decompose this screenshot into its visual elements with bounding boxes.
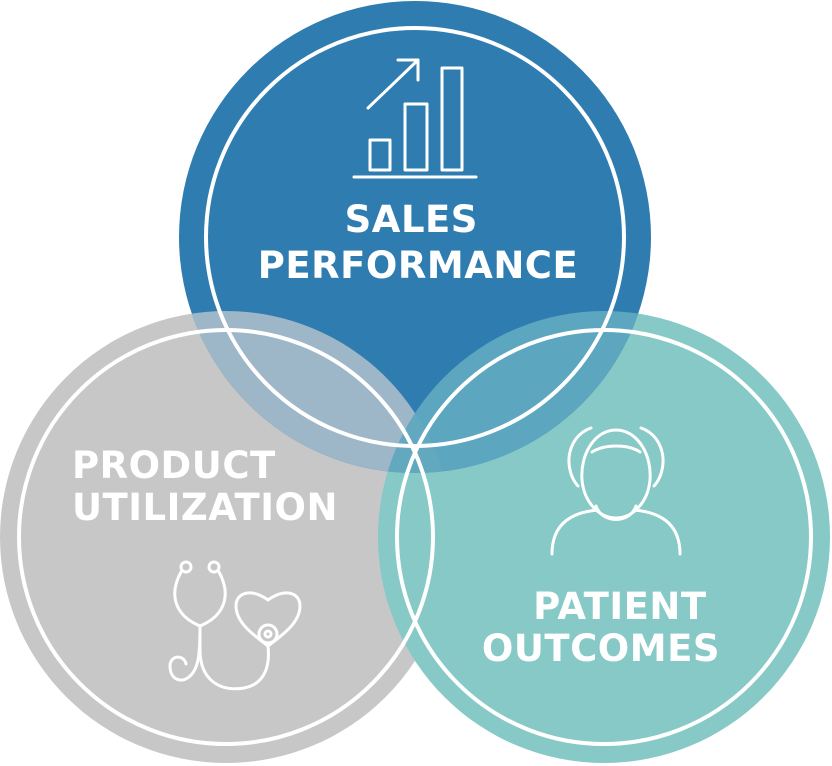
bar-chart-growth-icon bbox=[352, 58, 478, 179]
product-utilization-label: PRODUCT UTILIZATION bbox=[72, 444, 338, 529]
sales-performance-ring bbox=[204, 26, 626, 448]
patient-outcomes-label: PATIENT OUTCOMES bbox=[482, 585, 720, 670]
patient-person-icon bbox=[550, 426, 682, 556]
stethoscope-heart-icon bbox=[168, 560, 302, 691]
sales-performance-label: SALES PERFORMANCE bbox=[258, 198, 578, 287]
sales-overlap-region bbox=[179, 311, 651, 473]
